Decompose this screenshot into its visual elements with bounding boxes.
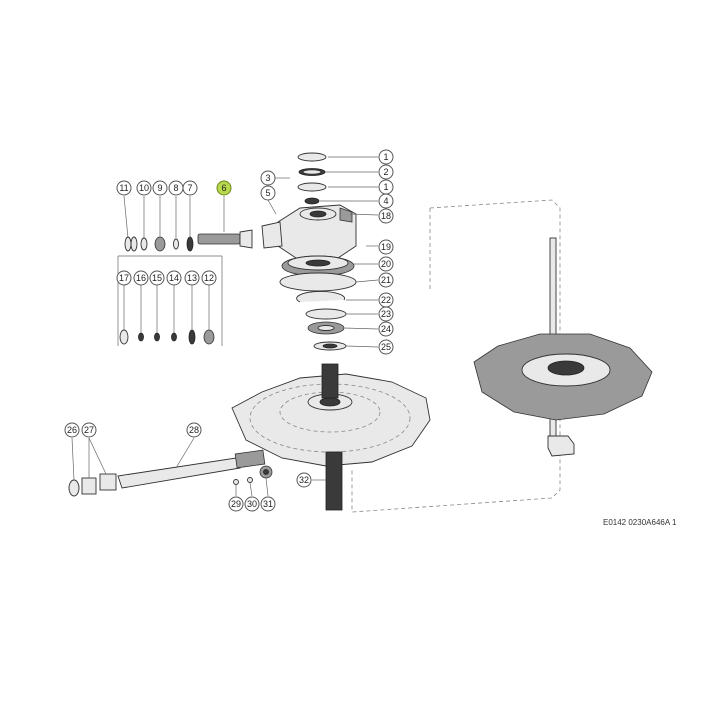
svg-text:7: 7 xyxy=(187,183,192,193)
svg-text:23: 23 xyxy=(381,309,391,319)
svg-text:25: 25 xyxy=(381,342,391,352)
callout-5[interactable]: 5 xyxy=(260,185,276,201)
callout-19[interactable]: 19 xyxy=(378,239,394,255)
callout-13[interactable]: 13 xyxy=(184,270,200,286)
callout-11[interactable]: 11 xyxy=(116,180,132,196)
svg-text:12: 12 xyxy=(204,273,214,283)
callout-17[interactable]: 17 xyxy=(116,270,132,286)
svg-text:11: 11 xyxy=(119,183,128,193)
callout-6-highlighted[interactable]: 6 xyxy=(216,180,232,196)
drive-shaft xyxy=(68,449,273,497)
callout-22[interactable]: 22 xyxy=(378,292,394,308)
svg-text:22: 22 xyxy=(381,295,391,305)
top-bearing-stack xyxy=(297,152,327,205)
svg-text:29: 29 xyxy=(231,499,241,509)
callout-23[interactable]: 23 xyxy=(378,306,394,322)
svg-text:19: 19 xyxy=(381,242,391,252)
svg-text:30: 30 xyxy=(247,499,257,509)
svg-text:1: 1 xyxy=(383,182,388,192)
svg-text:28: 28 xyxy=(189,425,199,435)
svg-text:6: 6 xyxy=(221,183,226,193)
callout-32[interactable]: 32 xyxy=(296,472,312,488)
callouts: 1 2 1 3 4 5 6 7 8 9 10 11 12 13 14 15 16… xyxy=(64,149,394,512)
bevel-gear xyxy=(279,255,357,292)
leader-lines xyxy=(71,156,379,497)
callout-1-lower[interactable]: 1 xyxy=(378,179,394,195)
svg-text:31: 31 xyxy=(263,499,273,509)
svg-text:13: 13 xyxy=(187,273,197,283)
callout-16[interactable]: 16 xyxy=(133,270,149,286)
callout-3[interactable]: 3 xyxy=(260,170,276,186)
assembled-rotor-unit xyxy=(473,237,653,457)
svg-text:24: 24 xyxy=(381,324,391,334)
upper-small-parts xyxy=(124,236,194,252)
callout-30[interactable]: 30 xyxy=(244,496,260,512)
callout-31[interactable]: 31 xyxy=(260,496,276,512)
svg-text:5: 5 xyxy=(265,188,270,198)
svg-text:3: 3 xyxy=(265,173,270,183)
callout-12[interactable]: 12 xyxy=(201,270,217,286)
callout-14[interactable]: 14 xyxy=(166,270,182,286)
svg-text:4: 4 xyxy=(383,196,388,206)
svg-text:18: 18 xyxy=(381,211,391,221)
callout-24[interactable]: 24 xyxy=(378,321,394,337)
gearbox-housing xyxy=(261,204,357,259)
svg-text:21: 21 xyxy=(381,275,391,285)
svg-text:9: 9 xyxy=(157,183,162,193)
callout-25[interactable]: 25 xyxy=(378,339,394,355)
callout-1-top[interactable]: 1 xyxy=(378,149,394,165)
callout-18[interactable]: 18 xyxy=(378,208,394,224)
svg-text:17: 17 xyxy=(119,273,129,283)
svg-text:32: 32 xyxy=(299,475,309,485)
callout-10[interactable]: 10 xyxy=(136,180,152,196)
rotor-disc xyxy=(231,363,431,511)
callout-2[interactable]: 2 xyxy=(378,164,394,180)
callout-29[interactable]: 29 xyxy=(228,496,244,512)
callout-21[interactable]: 21 xyxy=(378,272,394,288)
svg-text:15: 15 xyxy=(152,273,162,283)
svg-text:26: 26 xyxy=(67,425,77,435)
svg-text:1: 1 xyxy=(383,152,388,162)
svg-text:20: 20 xyxy=(381,259,391,269)
svg-text:14: 14 xyxy=(169,273,179,283)
svg-text:16: 16 xyxy=(136,273,146,283)
callout-8[interactable]: 8 xyxy=(168,180,184,196)
callout-4[interactable]: 4 xyxy=(378,193,394,209)
callout-27[interactable]: 27 xyxy=(81,422,97,438)
lower-bearing-stack xyxy=(296,290,347,351)
callout-26[interactable]: 26 xyxy=(64,422,80,438)
callout-9[interactable]: 9 xyxy=(152,180,168,196)
drawing-reference-code: E0142 0230A646A 1 xyxy=(603,518,677,527)
svg-text:10: 10 xyxy=(139,183,149,193)
svg-text:27: 27 xyxy=(84,425,94,435)
callout-15[interactable]: 15 xyxy=(149,270,165,286)
assembly-frame-outline xyxy=(351,199,561,513)
callout-20[interactable]: 20 xyxy=(378,256,394,272)
svg-text:2: 2 xyxy=(383,167,388,177)
lower-small-parts xyxy=(119,329,215,345)
callout-7[interactable]: 7 xyxy=(182,180,198,196)
pinion-shaft xyxy=(197,229,253,249)
svg-text:8: 8 xyxy=(173,183,178,193)
callout-28[interactable]: 28 xyxy=(186,422,202,438)
